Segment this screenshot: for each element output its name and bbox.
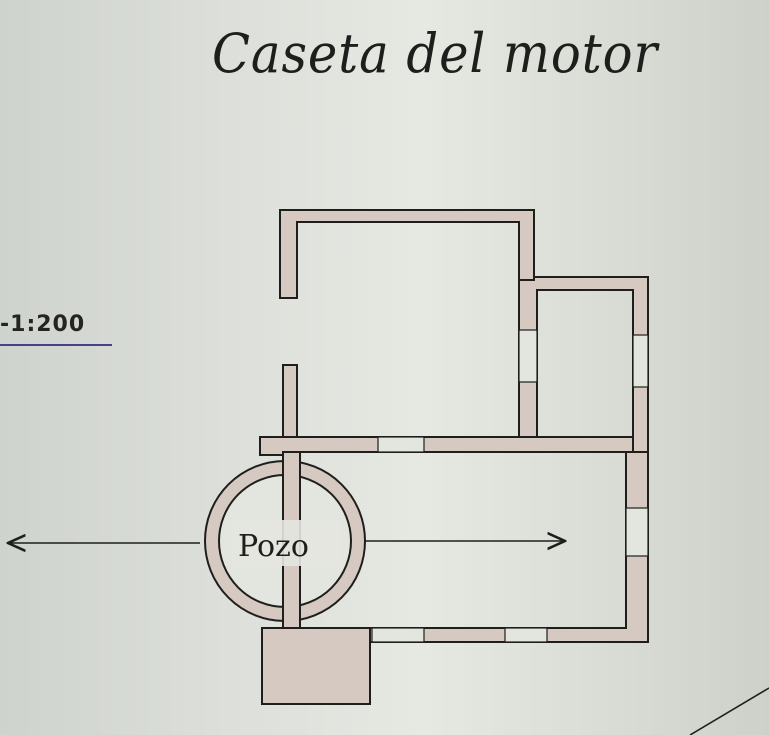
plan-title: Caseta del motor <box>212 22 659 85</box>
corner-line <box>689 687 769 735</box>
well-structure <box>204 451 371 705</box>
wall-middle-divider <box>259 436 634 456</box>
scale-label: -1:200 <box>0 312 86 337</box>
wall-upper-room <box>279 209 535 299</box>
scale-underline <box>0 344 112 346</box>
wall-upper-room-left-lower <box>282 364 298 441</box>
well-label: Pozo <box>238 529 309 564</box>
wall-side-room <box>518 276 649 453</box>
wall-lower-room <box>369 451 649 643</box>
door-gap-marks <box>371 329 649 643</box>
well-label-group: Pozo <box>232 520 342 566</box>
well-arrows <box>8 541 565 543</box>
